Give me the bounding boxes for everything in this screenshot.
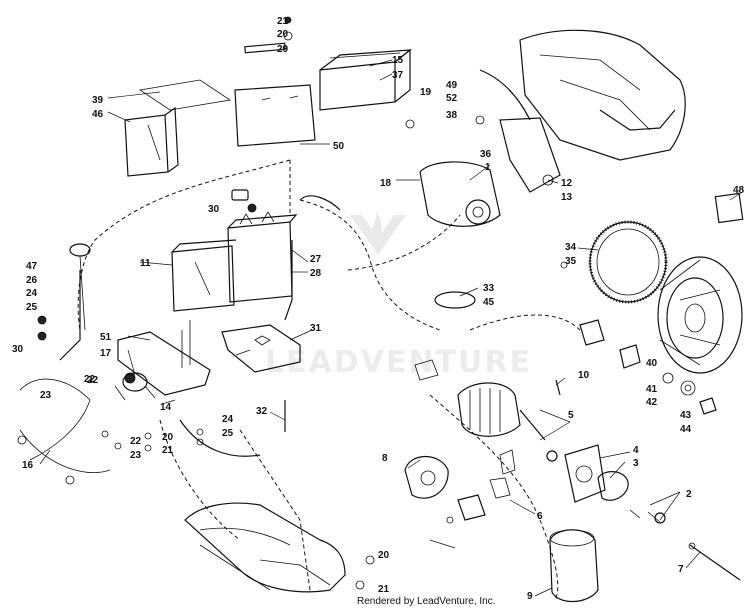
callout: 52 [446, 93, 458, 104]
solenoid [114, 372, 156, 401]
callout: 37 [392, 70, 404, 81]
callout: 47 [26, 261, 38, 272]
callout: 48 [733, 185, 745, 196]
engine-block [479, 29, 686, 161]
battery-box-upper [124, 48, 412, 177]
wire-connector [414, 291, 605, 381]
callout: 3 [633, 458, 639, 469]
callout: 17 [100, 348, 112, 359]
footer-credit: Rendered by LeadVenture, Inc. [357, 596, 495, 607]
ring-gear [588, 220, 668, 304]
callout: 6 [537, 511, 543, 522]
callout: 50 [333, 141, 345, 152]
callout: 15 [392, 55, 404, 66]
callout: 8 [382, 453, 388, 464]
callout: 1 [485, 162, 491, 173]
callout: 31 [310, 323, 322, 334]
callout: 22 [130, 436, 142, 447]
callout: 26 [26, 275, 38, 286]
solenoid-bracket [117, 320, 211, 396]
leader-lines [39, 59, 743, 597]
callout: 16 [22, 460, 34, 471]
flywheel [657, 256, 743, 374]
callout: 41 [646, 384, 658, 395]
callout: 20 [162, 432, 174, 443]
callout: 32 [256, 406, 268, 417]
callout: 22 [87, 375, 99, 386]
callout: 51 [100, 332, 112, 343]
callout: 20 [277, 29, 289, 40]
callout: 42 [646, 397, 658, 408]
callout: 9 [527, 591, 533, 602]
callout: 24 [26, 288, 38, 299]
callout: 12 [561, 178, 573, 189]
callout: 13 [561, 192, 573, 203]
battery-lower [171, 211, 298, 312]
watermark-logo [350, 212, 406, 255]
callout: 36 [480, 149, 492, 160]
callout: 33 [483, 283, 495, 294]
callout: 46 [92, 109, 104, 120]
callout: 10 [578, 370, 590, 381]
callout: 4 [633, 445, 639, 456]
callout: 24 [222, 414, 234, 425]
callout: 25 [26, 302, 38, 313]
chassis-pan [184, 502, 346, 593]
callout-labels: 1 2 3 4 5 6 7 8 9 10 11 12 13 14 15 16 1… [12, 16, 745, 602]
callout: 38 [446, 110, 458, 121]
callout: 44 [680, 424, 692, 435]
callout: 21 [162, 445, 174, 456]
callout: 29 [277, 44, 289, 55]
callout: 11 [140, 258, 151, 269]
wire-harness [77, 159, 581, 601]
callout: 20 [378, 550, 390, 561]
callout: 40 [646, 358, 658, 369]
callout: 35 [565, 256, 577, 267]
callout: 7 [678, 564, 684, 575]
callout: 30 [12, 344, 24, 355]
starter-motor [419, 117, 561, 227]
callout: 23 [130, 450, 142, 461]
callout: 34 [565, 242, 577, 253]
callout: 5 [568, 410, 574, 421]
callout: 45 [483, 297, 495, 308]
callout: 14 [160, 402, 172, 413]
battery-tray [221, 324, 301, 373]
watermark-text: LEADVENTURE [265, 345, 532, 380]
callout: 21 [277, 16, 289, 27]
callout: 19 [420, 87, 432, 98]
callout: 22 [84, 374, 96, 385]
callout: 28 [310, 268, 322, 279]
callout: 27 [310, 254, 322, 265]
battery-strap [69, 243, 91, 331]
callout: 39 [92, 95, 104, 106]
callout: 43 [680, 410, 692, 421]
small-hardware-right [619, 192, 744, 415]
callout: 23 [40, 390, 52, 401]
battery-cables [17, 195, 341, 485]
callout: 49 [446, 80, 458, 91]
starter-exploded [404, 382, 741, 603]
callout: 2 [686, 489, 692, 500]
callout: 21 [378, 584, 390, 595]
small-hardware [37, 16, 568, 590]
callout: 18 [380, 178, 392, 189]
callout: 25 [222, 428, 234, 439]
callout: 30 [208, 204, 220, 215]
